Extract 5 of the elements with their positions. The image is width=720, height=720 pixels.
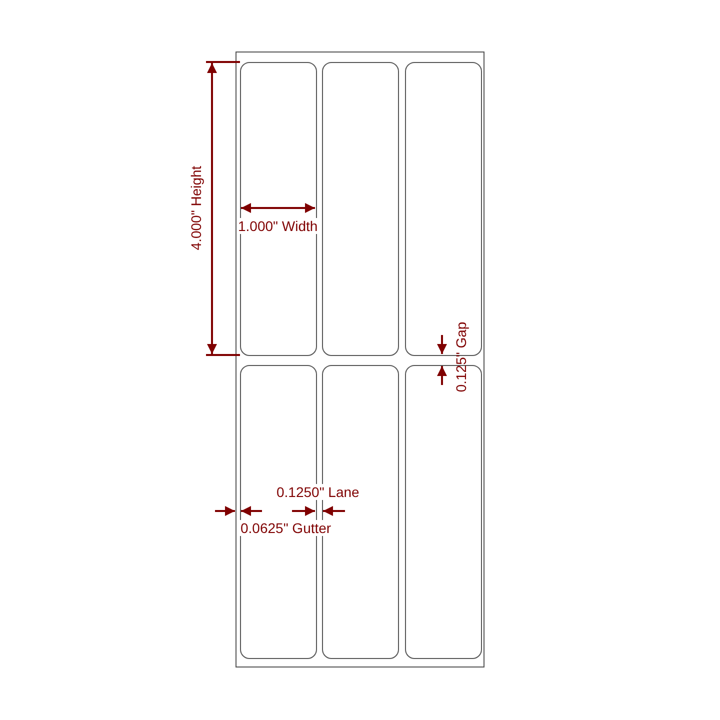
dimension-label: 4.000" Height: [188, 164, 204, 252]
dimension-label: 1.000" Width: [237, 218, 319, 234]
dimension-label: 0.0625" Gutter: [240, 520, 332, 536]
dimension-label: 0.1250" Lane: [276, 484, 360, 500]
dimension-label: 0.125" Gap: [453, 320, 470, 394]
